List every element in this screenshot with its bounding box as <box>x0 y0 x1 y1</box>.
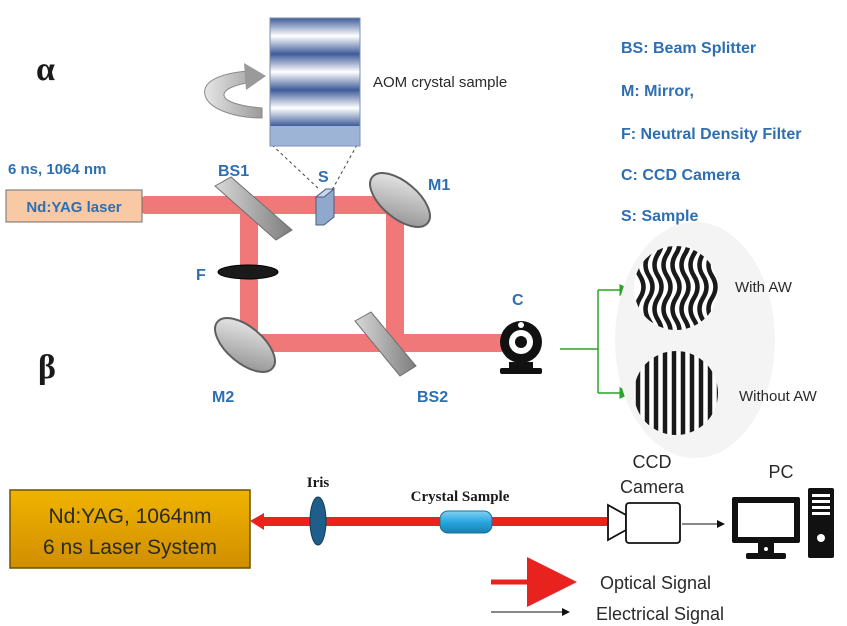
label-m2: M2 <box>212 389 234 406</box>
label-with-aw: With AW <box>735 279 793 296</box>
pattern-with-aw <box>634 246 718 330</box>
label-m1: M1 <box>428 177 450 194</box>
beam-splitter-bs2 <box>354 311 417 377</box>
aom-crystal <box>269 17 361 147</box>
legend-item: F: Neutral Density Filter <box>621 126 801 143</box>
beam-splitter-bs1 <box>214 176 293 241</box>
legend-item: S: Sample <box>621 208 698 225</box>
legend-item: BS: Beam Splitter <box>621 40 756 57</box>
mirror-m2 <box>214 317 276 373</box>
beam-beta-arrowhead <box>250 513 264 530</box>
label-crystal: Crystal Sample <box>411 489 510 505</box>
laser-box-beta <box>9 489 251 569</box>
label-ccd-line1: CCD <box>633 452 672 472</box>
panel-beta-label: β <box>38 349 56 386</box>
component-legend: BS: Beam Splitter M: Mirror, F: Neutral … <box>621 40 801 225</box>
legend-item: M: Mirror, <box>621 83 694 100</box>
pc-icon <box>732 488 834 559</box>
label-iris: Iris <box>307 475 330 491</box>
label-ccd-line2: Camera <box>620 477 685 497</box>
projection-line-right <box>331 144 358 191</box>
laser-box-beta-line1: Nd:YAG, 1064nm <box>48 505 211 528</box>
pattern-without-aw <box>634 351 718 435</box>
label-without-aw: Without AW <box>739 388 818 405</box>
nd-filter <box>217 264 279 280</box>
ccd-camera-beta-icon <box>607 502 681 544</box>
legend-electrical-label: Electrical Signal <box>596 604 724 624</box>
signal-legend: Optical Signal Electrical Signal <box>491 557 724 624</box>
label-c: C <box>512 292 524 309</box>
label-f: F <box>196 267 206 284</box>
label-pc: PC <box>768 462 793 482</box>
iris-lens <box>309 496 327 546</box>
ccd-camera-icon <box>500 321 542 374</box>
rotation-arrow-icon <box>204 63 266 119</box>
projection-line-left <box>271 144 321 191</box>
label-s: S <box>318 169 329 186</box>
legend-optical-label: Optical Signal <box>600 573 711 593</box>
beam-beta <box>262 517 608 526</box>
beam-path <box>142 196 504 353</box>
sample-s <box>314 188 336 226</box>
mirror-m1 <box>369 172 431 228</box>
laser-box-alpha-label: Nd:YAG laser <box>26 199 121 216</box>
panel-alpha-label: α <box>36 51 55 88</box>
legend-item: C: CCD Camera <box>621 167 740 184</box>
crystal-sample <box>439 510 493 534</box>
aom-label: AOM crystal sample <box>373 74 507 91</box>
label-bs2: BS2 <box>417 389 448 406</box>
laser-box-alpha <box>5 189 143 223</box>
laser-box-beta-line2: 6 ns Laser System <box>43 536 217 559</box>
laser-spec-alpha: 6 ns, 1064 nm <box>8 161 106 178</box>
label-bs1: BS1 <box>218 163 249 180</box>
